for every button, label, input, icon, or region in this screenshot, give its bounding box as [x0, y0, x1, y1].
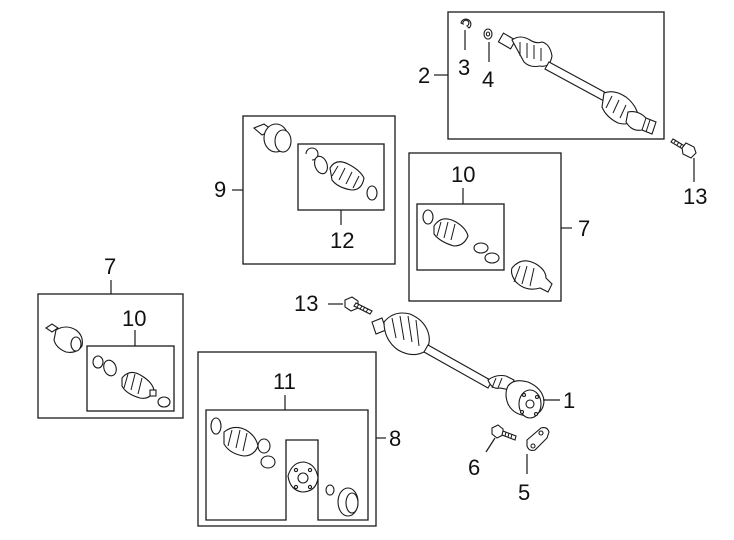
group-2-shaft-assembly[interactable] — [434, 11, 665, 140]
callout-10-mid: 10 — [451, 162, 475, 187]
group-10-mid-frame — [416, 203, 505, 271]
group-8-joint-flange-kit[interactable] — [197, 351, 386, 527]
callout-7-right: 7 — [578, 216, 590, 241]
callout-12: 12 — [330, 228, 354, 253]
callout-9: 9 — [214, 177, 226, 202]
boot-kit-part-10-mid[interactable] — [422, 209, 500, 264]
leader-6 — [485, 437, 496, 453]
callout-7-left: 7 — [104, 254, 116, 279]
boot-kit-part-12[interactable] — [305, 147, 378, 201]
boot-kit-part-10-left[interactable] — [92, 355, 171, 408]
flange-hub[interactable] — [287, 461, 319, 493]
callout-4: 4 — [482, 67, 494, 92]
group-10-left-frame — [86, 345, 175, 412]
callout-5: 5 — [518, 480, 530, 505]
washer-part-4[interactable] — [483, 28, 493, 40]
axle-shaft-part-2[interactable] — [497, 32, 657, 135]
bracket-part-5[interactable] — [526, 426, 550, 475]
bolt-part-6[interactable] — [485, 424, 517, 453]
group-7-outer-joint-kit-left[interactable] — [37, 280, 184, 419]
callout-13-mid: 13 — [294, 291, 318, 316]
group-7-right-frame — [408, 152, 562, 302]
outer-joint-housing[interactable] — [510, 260, 553, 293]
group-9-inner-joint-kit[interactable] — [232, 115, 396, 265]
callout-2: 2 — [418, 63, 430, 88]
drive-shaft-part-1[interactable] — [371, 312, 560, 419]
group-7-outer-joint-kit-right[interactable] — [408, 152, 572, 302]
callout-13-top: 13 — [683, 184, 707, 209]
seal-cap[interactable] — [325, 484, 359, 517]
boot-kit-part-11[interactable] — [210, 417, 276, 469]
group-11-frame — [205, 409, 369, 521]
callout-3: 3 — [458, 55, 470, 80]
callout-6: 6 — [468, 455, 480, 480]
inner-joint-housing[interactable] — [252, 123, 292, 153]
snap-ring-part-3[interactable] — [460, 18, 472, 29]
bolt-part-13-top[interactable] — [670, 138, 697, 182]
callout-11: 11 — [273, 369, 296, 394]
group-8-frame — [197, 351, 377, 527]
outer-joint-housing-left[interactable] — [45, 323, 83, 353]
callout-10-left: 10 — [122, 306, 146, 331]
bolt-part-13-mid[interactable] — [328, 296, 373, 315]
callout-8: 8 — [389, 426, 401, 451]
callout-1: 1 — [563, 388, 575, 413]
